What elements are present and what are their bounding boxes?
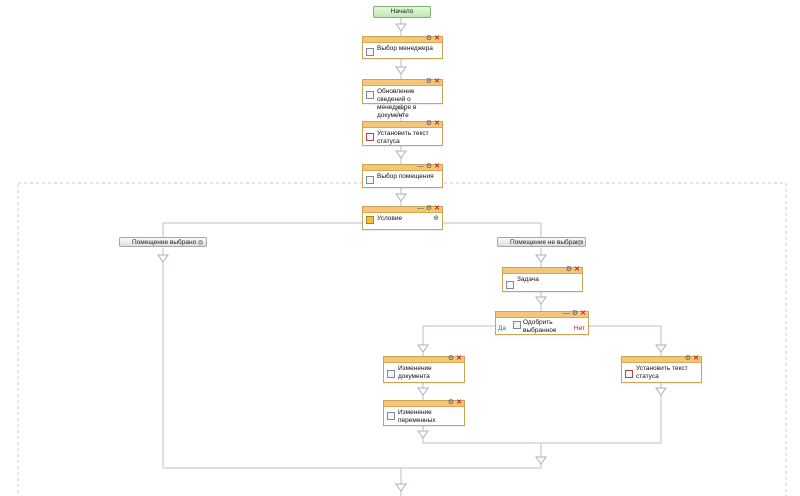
condition-icon [366,216,374,224]
node-select-room[interactable]: — ⚙ ✕ Выбор помещения [362,163,443,188]
close-icon[interactable]: ✕ [456,355,462,362]
no-label: Нет [573,325,585,332]
settings-icon[interactable]: ⚙ [425,120,432,127]
node-header: ⚙ ✕ [503,266,582,274]
add-branch-icon[interactable]: ⊕ [433,215,439,222]
arrow-head [395,108,407,117]
node-header: — ⚙ ✕ [363,163,442,171]
user-select-icon [366,48,374,56]
close-icon[interactable]: ✕ [580,310,586,317]
settings-icon[interactable]: ⚙ [565,266,572,273]
close-icon[interactable]: ✕ [434,35,440,42]
collapse-icon[interactable]: — [563,310,570,317]
node-label: Условие [377,215,403,222]
edit-document-icon [387,370,395,378]
node-label: Одобрить выбранное [523,319,557,334]
node-approve-selected[interactable]: — ⚙ ✕ Одобрить выбранное Да Нет [495,310,589,335]
approve-icon [513,321,521,329]
arrow-head [395,23,407,32]
node-change-document[interactable]: ⚙ ✕ Изменение документа [383,355,465,383]
node-change-variables[interactable]: ⚙ ✕ Изменение переменных [383,399,465,426]
node-label: Установить текст статуса [377,130,429,145]
arrow-head [655,344,667,353]
branch-settings-icon[interactable] [198,240,203,245]
room-select-icon [366,176,374,184]
arrow-head [417,387,429,396]
settings-icon[interactable]: ⚙ [447,399,454,406]
node-header: ⚙ ✕ [622,355,701,363]
collapse-icon[interactable]: — [417,205,424,212]
arrow-head [395,483,407,492]
branch-room-not-selected[interactable]: Помещение не выбрано [497,237,586,247]
node-header: ⚙ ✕ [363,78,442,86]
node-header: ⚙ ✕ [384,399,464,407]
settings-icon[interactable]: ⚙ [425,205,432,212]
node-header: — ⚙ ✕ [363,205,442,213]
node-label: Выбор менеджера [377,45,433,52]
node-header: ⚙ ✕ [363,120,442,128]
branch-label: Помещение выбрано [132,239,197,246]
arrow-head [535,254,547,263]
settings-icon[interactable]: ⚙ [447,355,454,362]
edit-document-icon [366,91,374,99]
node-select-manager[interactable]: ⚙ ✕ Выбор менеджера [362,35,443,59]
checkmark-icon [366,133,374,141]
close-icon[interactable]: ✕ [434,120,440,127]
close-icon[interactable]: ✕ [434,163,440,170]
node-header: ⚙ ✕ [363,35,442,43]
node-set-status-text[interactable]: ⚙ ✕ Установить текст статуса [362,120,443,146]
branch-settings-icon[interactable] [577,240,582,245]
node-header: — ⚙ ✕ [496,310,588,318]
settings-icon[interactable]: ⚙ [425,78,432,85]
yes-label: Да [498,325,507,332]
close-icon[interactable]: ✕ [693,355,699,362]
branch-label: Помещение не выбрано [510,239,584,246]
node-task[interactable]: ⚙ ✕ Задача [502,266,583,292]
arrow-head [395,66,407,75]
arrow-head [417,344,429,353]
settings-icon[interactable]: ⚙ [571,310,578,317]
node-update-manager-info[interactable]: ⚙ ✕ Обновление сведений о менеджере в до… [362,78,443,119]
arrow-head [535,456,547,465]
arrow-head [157,254,169,263]
node-label: Установить текст статуса [636,365,688,380]
arrow-head [655,387,667,396]
close-icon[interactable]: ✕ [434,205,440,212]
node-header: ⚙ ✕ [384,355,464,363]
arrow-head [535,296,547,305]
start-node[interactable]: Начало [373,6,431,18]
variables-icon [387,412,395,420]
branch-room-selected[interactable]: Помещение выбрано [119,237,207,247]
node-label: Изменение переменных [398,409,436,424]
node-label: Задача [517,276,539,283]
settings-icon[interactable]: ⚙ [425,35,432,42]
node-condition[interactable]: — ⚙ ✕ Условие ⊕ [362,205,443,230]
arrow-head [395,193,407,202]
node-label: Обновление сведений о менеджере в докуме… [377,88,417,119]
settings-icon[interactable]: ⚙ [425,163,432,170]
collapse-icon[interactable]: — [417,163,424,170]
close-icon[interactable]: ✕ [456,399,462,406]
checkmark-icon [625,370,633,378]
arrow-head [395,150,407,159]
node-label: Изменение документа [398,365,432,380]
task-icon [506,281,514,289]
node-set-status-text-2[interactable]: ⚙ ✕ Установить текст статуса [621,355,702,383]
close-icon[interactable]: ✕ [574,266,580,273]
close-icon[interactable]: ✕ [434,78,440,85]
settings-icon[interactable]: ⚙ [684,355,691,362]
arrow-head [417,430,429,439]
node-label: Выбор помещения [377,173,434,180]
